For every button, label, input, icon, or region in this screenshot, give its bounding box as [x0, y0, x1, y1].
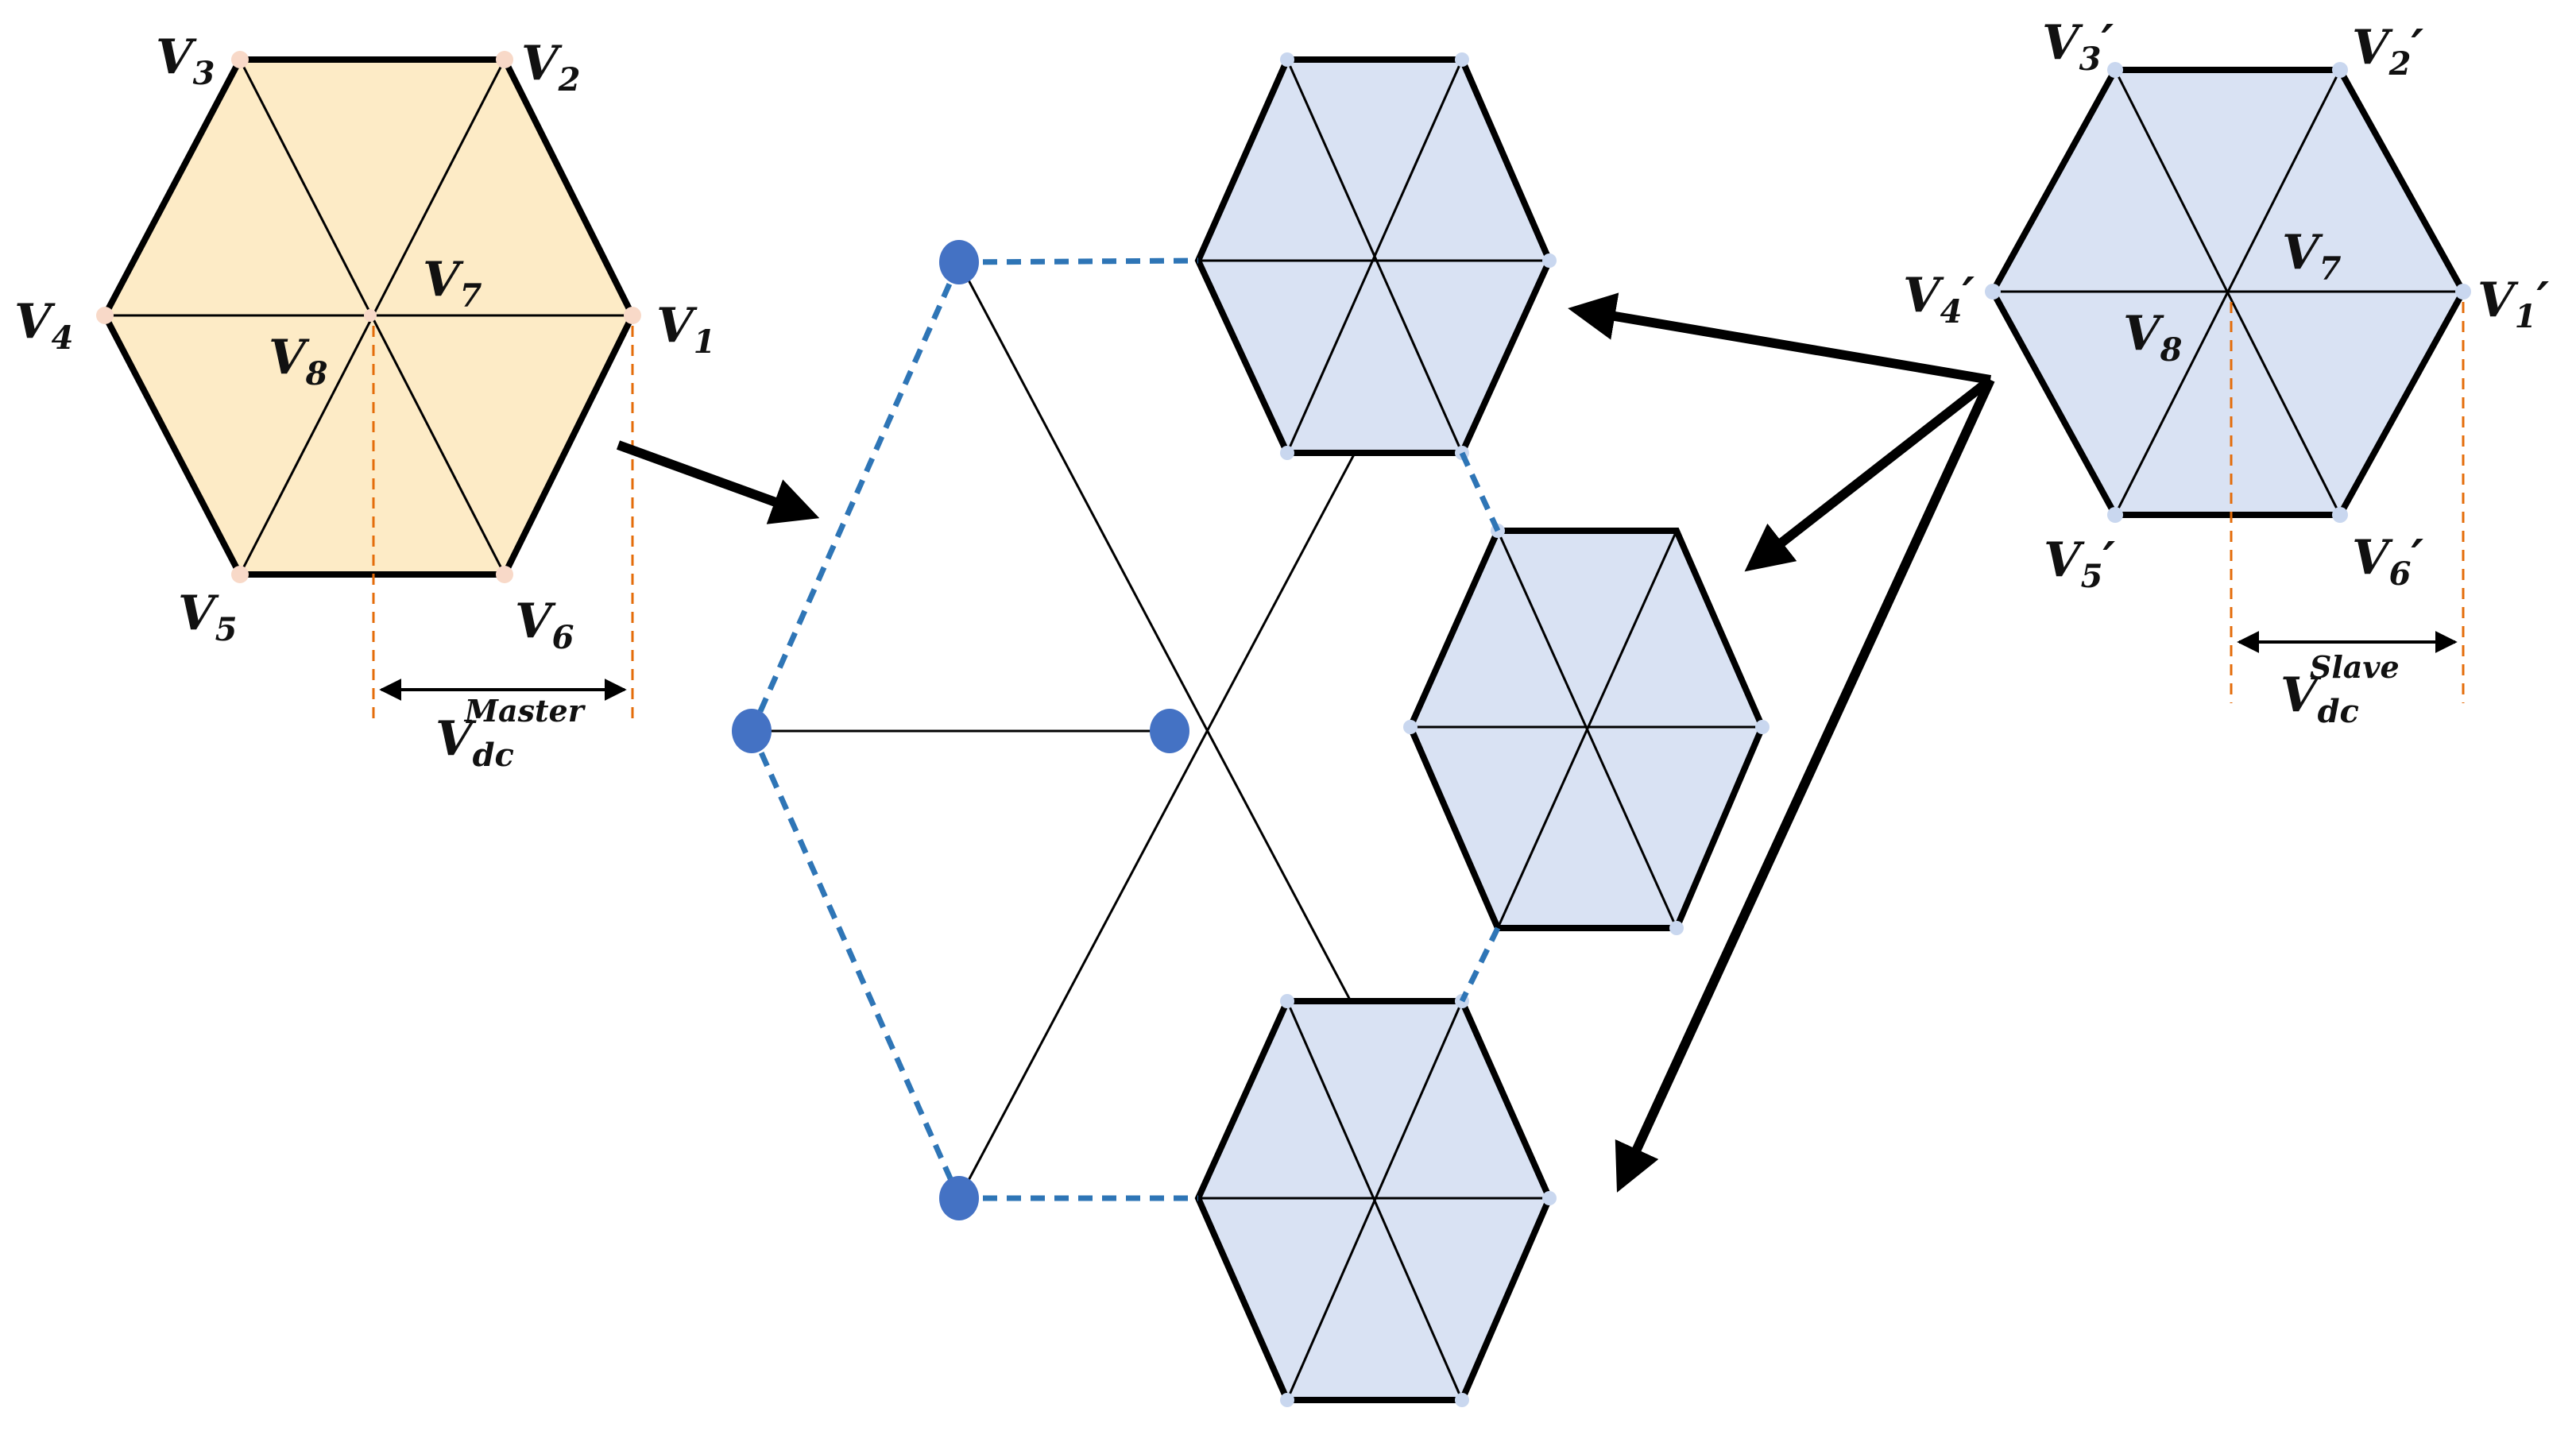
slave-label-v7: V7 — [2282, 225, 2342, 288]
center-grid-lines — [752, 261, 1382, 1199]
master-vertex-dots — [96, 51, 641, 583]
slave-vdc-label: VdcSlave — [2280, 649, 2400, 730]
arrow-to-middle-hexagon — [1744, 376, 1994, 572]
slave-label-v6: V6′ — [2352, 530, 2423, 593]
master-label-v7: V7 — [423, 252, 482, 315]
slave-label-v4: V4′ — [1903, 268, 1975, 331]
slave-label-v5: V5′ — [2044, 532, 2115, 595]
grid-nodes — [732, 240, 1189, 1220]
grid-hexagon-bottom — [1194, 994, 1557, 1407]
slave-hexagon-spokes — [1993, 69, 2463, 516]
slave-label-v1: V1′ — [2477, 273, 2549, 335]
master-label-v5: V5 — [178, 586, 237, 648]
slave-label-v3: V3′ — [2042, 15, 2114, 78]
slave-vdc-dimension — [2230, 302, 2465, 703]
slave-label-v2: V2′ — [2352, 20, 2423, 83]
master-label-v3: V3 — [156, 29, 215, 92]
slave-hexagon: V1′ V2′ V3′ V4′ V5′ V6′ V7 V8 VdcSlave — [1903, 15, 2549, 730]
master-vdc-label: VdcMaster — [435, 693, 586, 774]
arrow-to-top-hexagon — [1568, 292, 1992, 385]
master-label-v2: V2 — [521, 36, 580, 99]
arrows-slave-to-grid — [1568, 292, 1995, 1193]
slave-label-v8: V8 — [2123, 306, 2182, 369]
master-label-v4: V4 — [14, 294, 73, 357]
master-hexagon: V1 V2 V3 V4 V5 V6 V7 V8 VdcMaster — [14, 29, 715, 774]
master-label-v1: V1 — [656, 298, 715, 361]
grid-hexagon-middle — [1403, 524, 1770, 935]
grid-hexagon-top — [1194, 52, 1557, 460]
master-label-v6: V6 — [515, 594, 574, 656]
outer-dashed-hexagon — [748, 257, 1501, 1201]
arrow-master-to-grid — [616, 440, 820, 524]
master-vdc-dimension — [372, 326, 634, 723]
slave-vertex-dots — [1985, 62, 2471, 523]
master-label-v8: V8 — [269, 330, 327, 393]
arrow-to-bottom-hexagon — [1615, 377, 1995, 1193]
center-grid — [732, 52, 1770, 1407]
